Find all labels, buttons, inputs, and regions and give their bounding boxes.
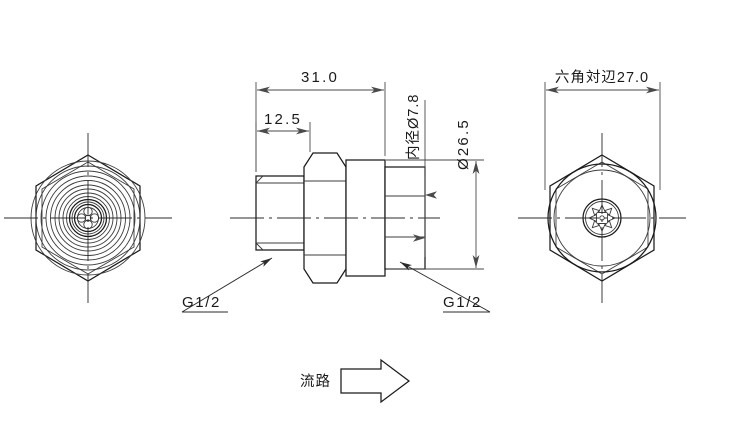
- thread-nipple-left: [255, 175, 305, 251]
- dimension-overall-length-text: 31.0: [301, 69, 339, 86]
- dimension-thread-length: 12.5: [255, 111, 311, 172]
- dimension-thread-length-text: 12.5: [264, 111, 302, 128]
- right-end-view: [518, 133, 686, 303]
- label-thread-right: G1/2: [399, 261, 491, 313]
- block-arrow-right-icon: [340, 358, 411, 404]
- dimension-body-diameter-text: Ø26.5: [455, 118, 472, 170]
- left-end-view: [4, 133, 172, 303]
- dimension-hex-across-flats-text: 六角対辺27.0: [555, 69, 649, 86]
- dimension-inner-diameter: 内径Ø7.8: [405, 94, 437, 257]
- label-thread-left-text: G1/2: [182, 294, 221, 311]
- flow-direction-annotation: 流路: [300, 358, 411, 404]
- label-thread-right-text: G1/2: [443, 294, 482, 311]
- hub-spokes: [587, 203, 617, 233]
- dimension-inner-diameter-text: 内径Ø7.8: [405, 94, 422, 160]
- flow-label-text: 流路: [300, 373, 331, 390]
- dimension-hex-across-flats: 六角対辺27.0: [544, 69, 661, 190]
- center-side-view: [230, 152, 440, 284]
- label-thread-left: G1/2: [181, 257, 273, 313]
